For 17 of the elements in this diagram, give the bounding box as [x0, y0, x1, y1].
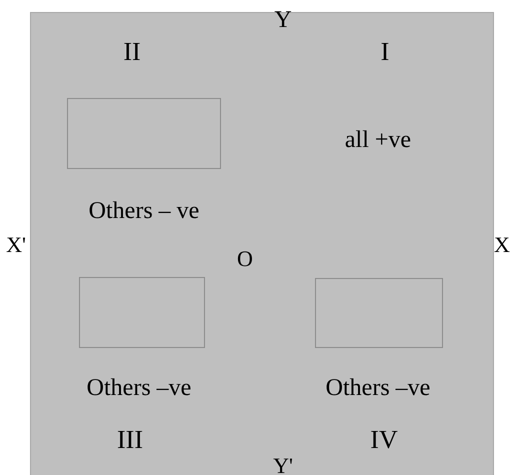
quadrant-panel: [30, 12, 494, 475]
empty-box: [79, 277, 205, 348]
axis-label: Y: [274, 8, 292, 32]
quadrant-number: III: [117, 427, 143, 453]
sign-note: Others – ve: [88, 199, 200, 223]
empty-box: [315, 278, 443, 348]
quadrant-number: I: [380, 39, 390, 65]
quadrant-number: IV: [370, 427, 398, 453]
empty-box: [67, 98, 221, 169]
sign-note: Others –ve: [326, 376, 430, 400]
sign-note: Others –ve: [86, 376, 192, 400]
axis-label: X: [494, 234, 510, 256]
origin-label: O: [237, 248, 253, 270]
axis-label: X': [6, 234, 26, 256]
axis-label: Y': [273, 455, 293, 475]
quadrant-number: II: [123, 39, 141, 65]
sign-note: all +ve: [344, 128, 412, 152]
